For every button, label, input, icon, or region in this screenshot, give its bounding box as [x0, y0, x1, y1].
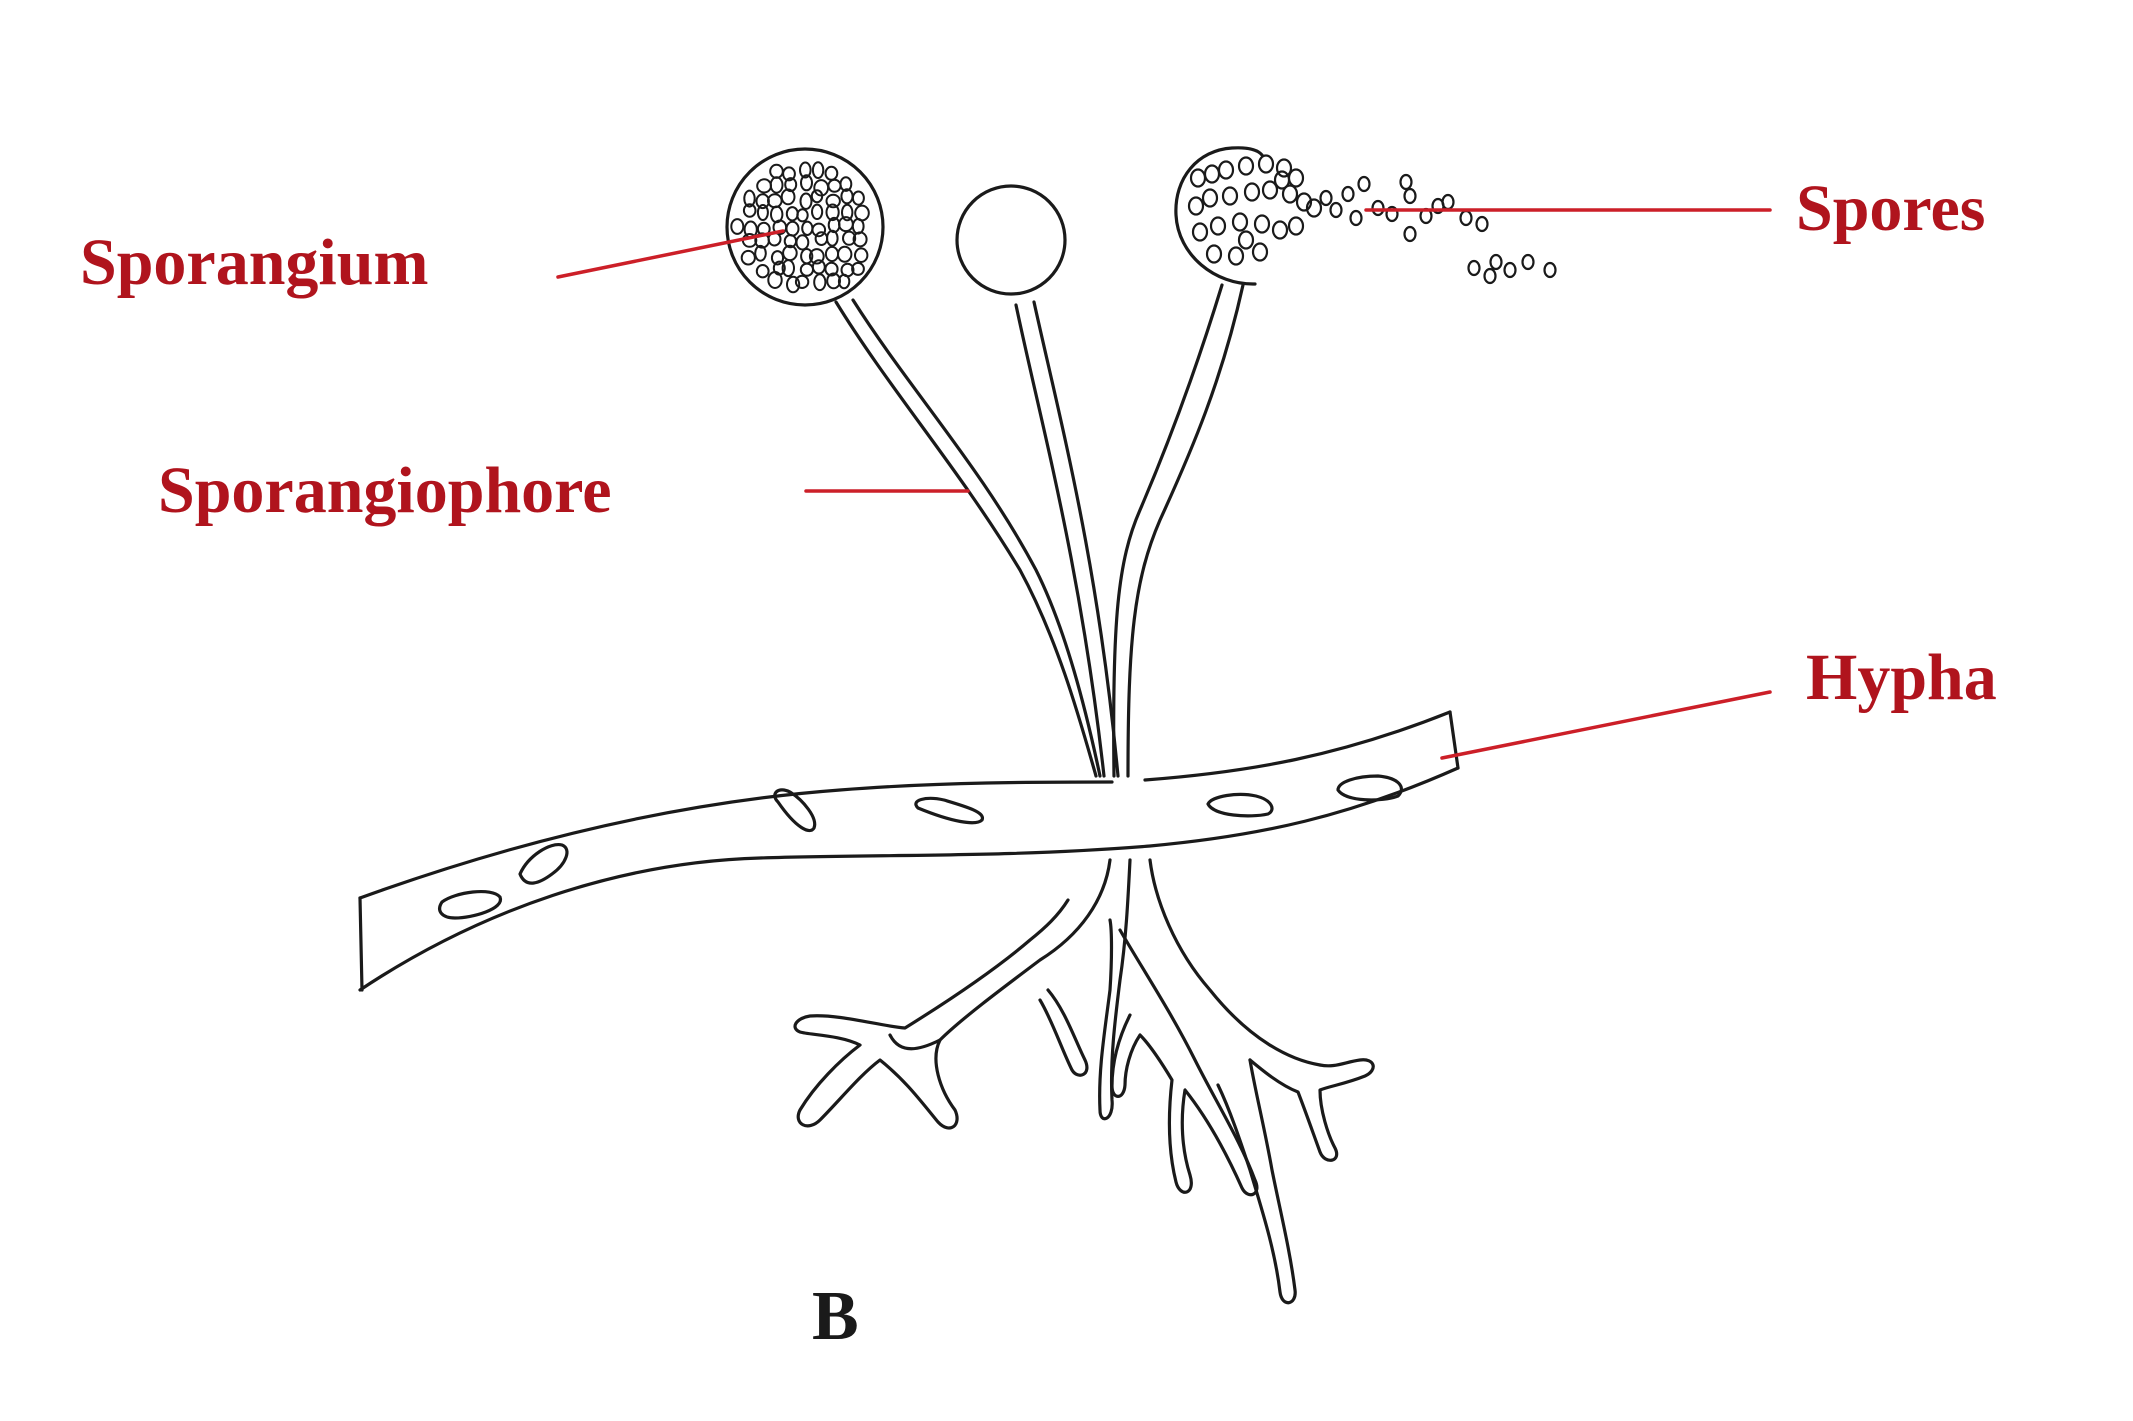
sporangium-left: [725, 147, 885, 307]
hypha-tube: [358, 710, 1460, 992]
label-sporangium: Sporangium: [80, 226, 429, 299]
sporangiophores: [834, 283, 1245, 778]
leader-line-sporangium: [556, 229, 785, 279]
label-hypha: Hypha: [1806, 641, 1997, 714]
label-sporangiophore: Sporangiophore: [158, 454, 612, 527]
sporangium-spores-packed: [730, 161, 870, 294]
label-spores: Spores: [1796, 172, 1986, 245]
hypha-organelles: [438, 774, 1403, 920]
rhizoids: [793, 858, 1375, 1305]
sporangium-right: [1174, 146, 1264, 286]
leader-line-hypha: [1440, 690, 1772, 760]
panel-letter: B: [812, 1278, 859, 1355]
released-spores: [1187, 154, 1557, 285]
sporangium-middle: [955, 184, 1067, 296]
